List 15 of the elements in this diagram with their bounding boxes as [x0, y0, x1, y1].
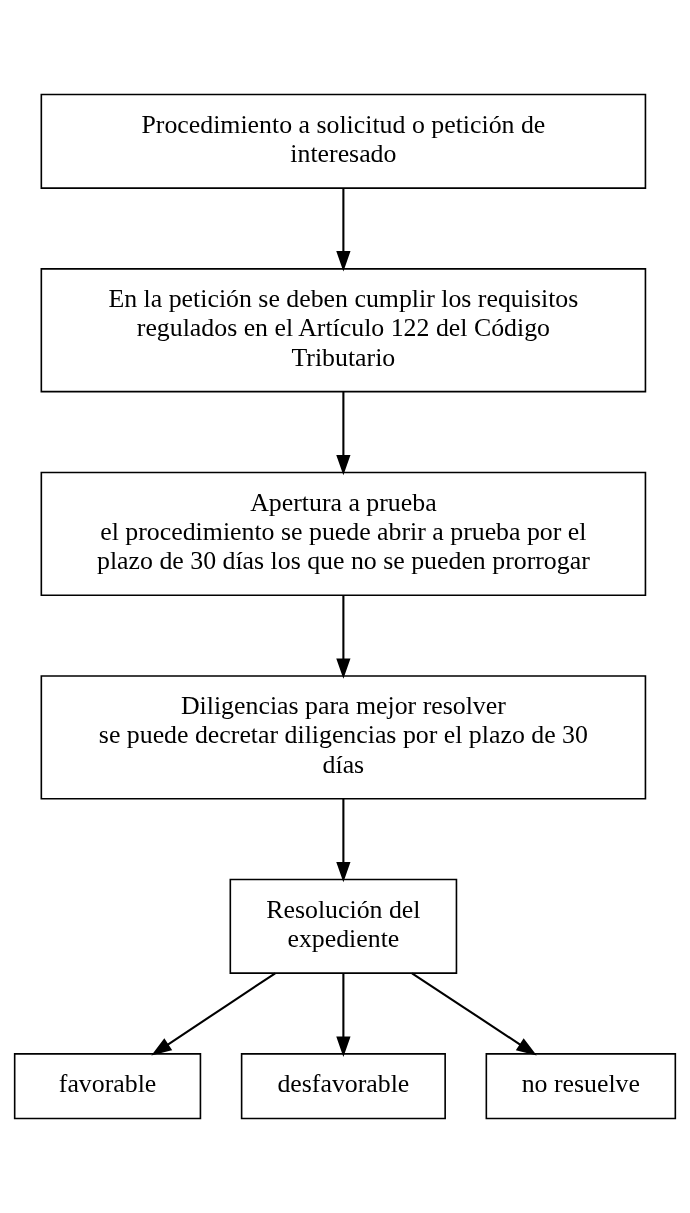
node-box: desfavorable: [240, 1053, 446, 1120]
node-box: En la petición se deben cumplir los requisitos regulados en el Artículo 122 del Código Tributario: [40, 268, 647, 393]
arrow: [336, 188, 351, 272]
node-box: no resuelve: [485, 1053, 677, 1120]
arrow: [151, 972, 276, 1056]
arrow: [411, 972, 537, 1056]
node-box: favorable: [13, 1053, 202, 1120]
node-box: Diligencias para mejor resolver se puede decretar diligencias por el plazo de 30 días: [40, 675, 647, 800]
arrow: [336, 595, 351, 679]
arrow: [336, 798, 351, 883]
node-box: Resolución del expediente: [229, 878, 458, 974]
arrow: [336, 973, 351, 1057]
node-box: Procedimiento a solicitud o petición de interesado: [40, 93, 647, 189]
node-box: Apertura a prueba el procedimiento se puede abrir a prueba por el plazo de 30 días los que no se pueden prorrogar: [40, 471, 647, 596]
arrow: [336, 392, 351, 476]
